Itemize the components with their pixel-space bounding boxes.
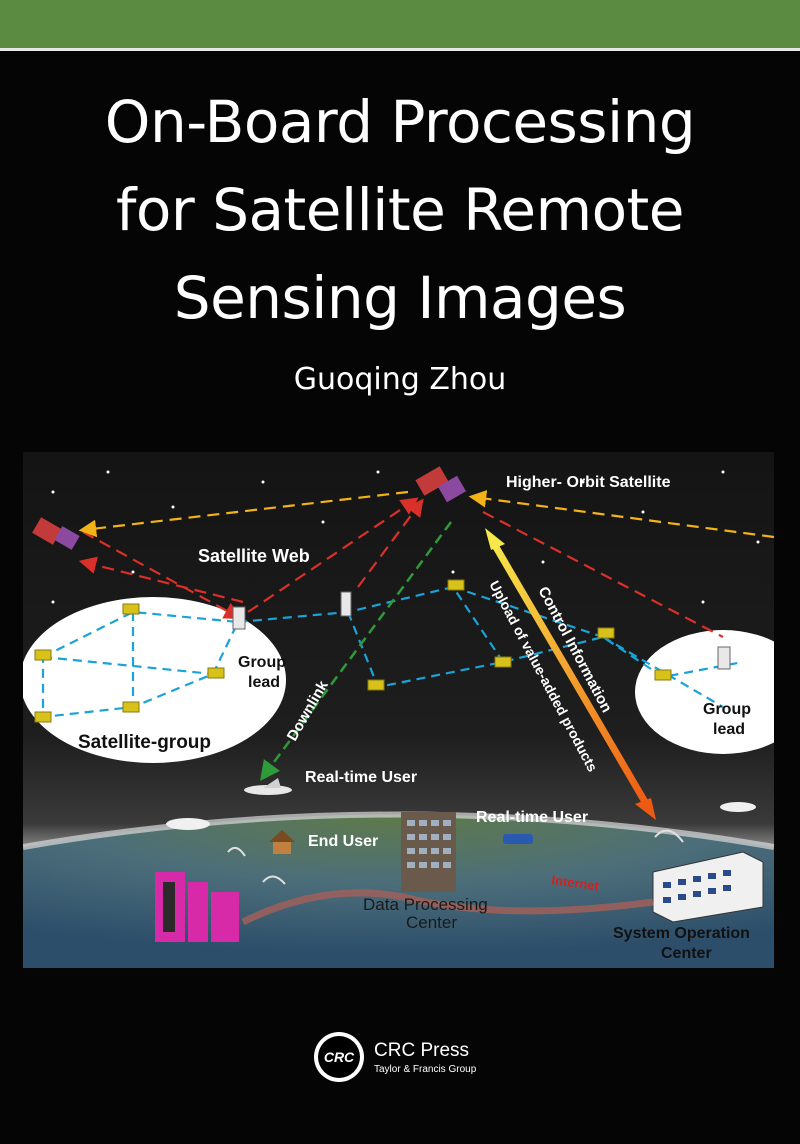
data-center-label-2: Center xyxy=(406,913,457,932)
satellite-group-left xyxy=(23,597,286,763)
car-icon xyxy=(503,834,533,844)
downlink-line xyxy=(260,521,453,782)
internet-label: Internet xyxy=(551,872,601,894)
satellite-network-illustration: Higher- Orbit Satellite Satellite Web Gr… xyxy=(23,452,774,968)
data-center-label-1: Data Processing xyxy=(363,895,488,914)
system-operation-building-icon xyxy=(652,851,764,923)
earth-surface xyxy=(23,814,774,968)
group-lead-left-label-2: lead xyxy=(248,674,280,691)
title-line-2: for Satellite Remote xyxy=(116,176,684,244)
red-laser-links xyxy=(78,497,724,638)
end-user-label: End User xyxy=(308,833,378,850)
group-lead-right-label-1: Group xyxy=(703,701,751,718)
small-satellite-icons xyxy=(34,579,672,723)
satellite-web-label: Satellite Web xyxy=(198,546,310,566)
crc-logo-icon: CRC xyxy=(314,1032,364,1082)
yellow-laser-links xyxy=(78,490,774,539)
group-lead-left-label-1: Group xyxy=(238,654,286,671)
publisher-name: CRC Press xyxy=(374,1040,470,1061)
higher-orbit-satellite-icon xyxy=(415,466,467,503)
higher-orbit-label: Higher- Orbit Satellite xyxy=(506,474,671,491)
realtime-user-car-label: Real-time User xyxy=(476,809,588,826)
data-center-building-icon xyxy=(401,812,456,892)
book-title: On-Board Processing for Satellite Remote… xyxy=(0,78,800,342)
airplane-icon xyxy=(244,778,292,795)
group-lead-right-label-2: lead xyxy=(713,721,745,738)
author-name: Guoqing Zhou xyxy=(293,362,507,397)
realtime-user-plane-label: Real-time User xyxy=(305,769,417,786)
satellite-group-label: Satellite-group xyxy=(78,732,211,753)
title-line-1: On-Board Processing xyxy=(104,88,696,156)
house-icon xyxy=(269,830,295,854)
system-operation-label-2: Center xyxy=(661,945,712,962)
top-divider xyxy=(0,48,800,51)
system-operation-label-1: System Operation xyxy=(613,925,750,942)
control-arrow xyxy=(485,528,656,820)
group-lead-satellite-icons xyxy=(232,591,731,670)
satellite-group-right xyxy=(635,630,774,754)
crc-logo-text: CRC xyxy=(324,1049,355,1065)
dish-antenna-icons xyxy=(227,829,684,885)
publisher-subtitle: Taylor & Francis Group xyxy=(374,1064,477,1075)
left-high-satellite-icon xyxy=(32,517,80,550)
stars xyxy=(51,470,760,604)
road-path xyxy=(241,889,654,926)
receiving-station-icon xyxy=(155,872,239,942)
cloud-icons xyxy=(166,802,756,830)
title-line-3: Sensing Images xyxy=(173,264,627,332)
top-color-band xyxy=(0,0,800,48)
